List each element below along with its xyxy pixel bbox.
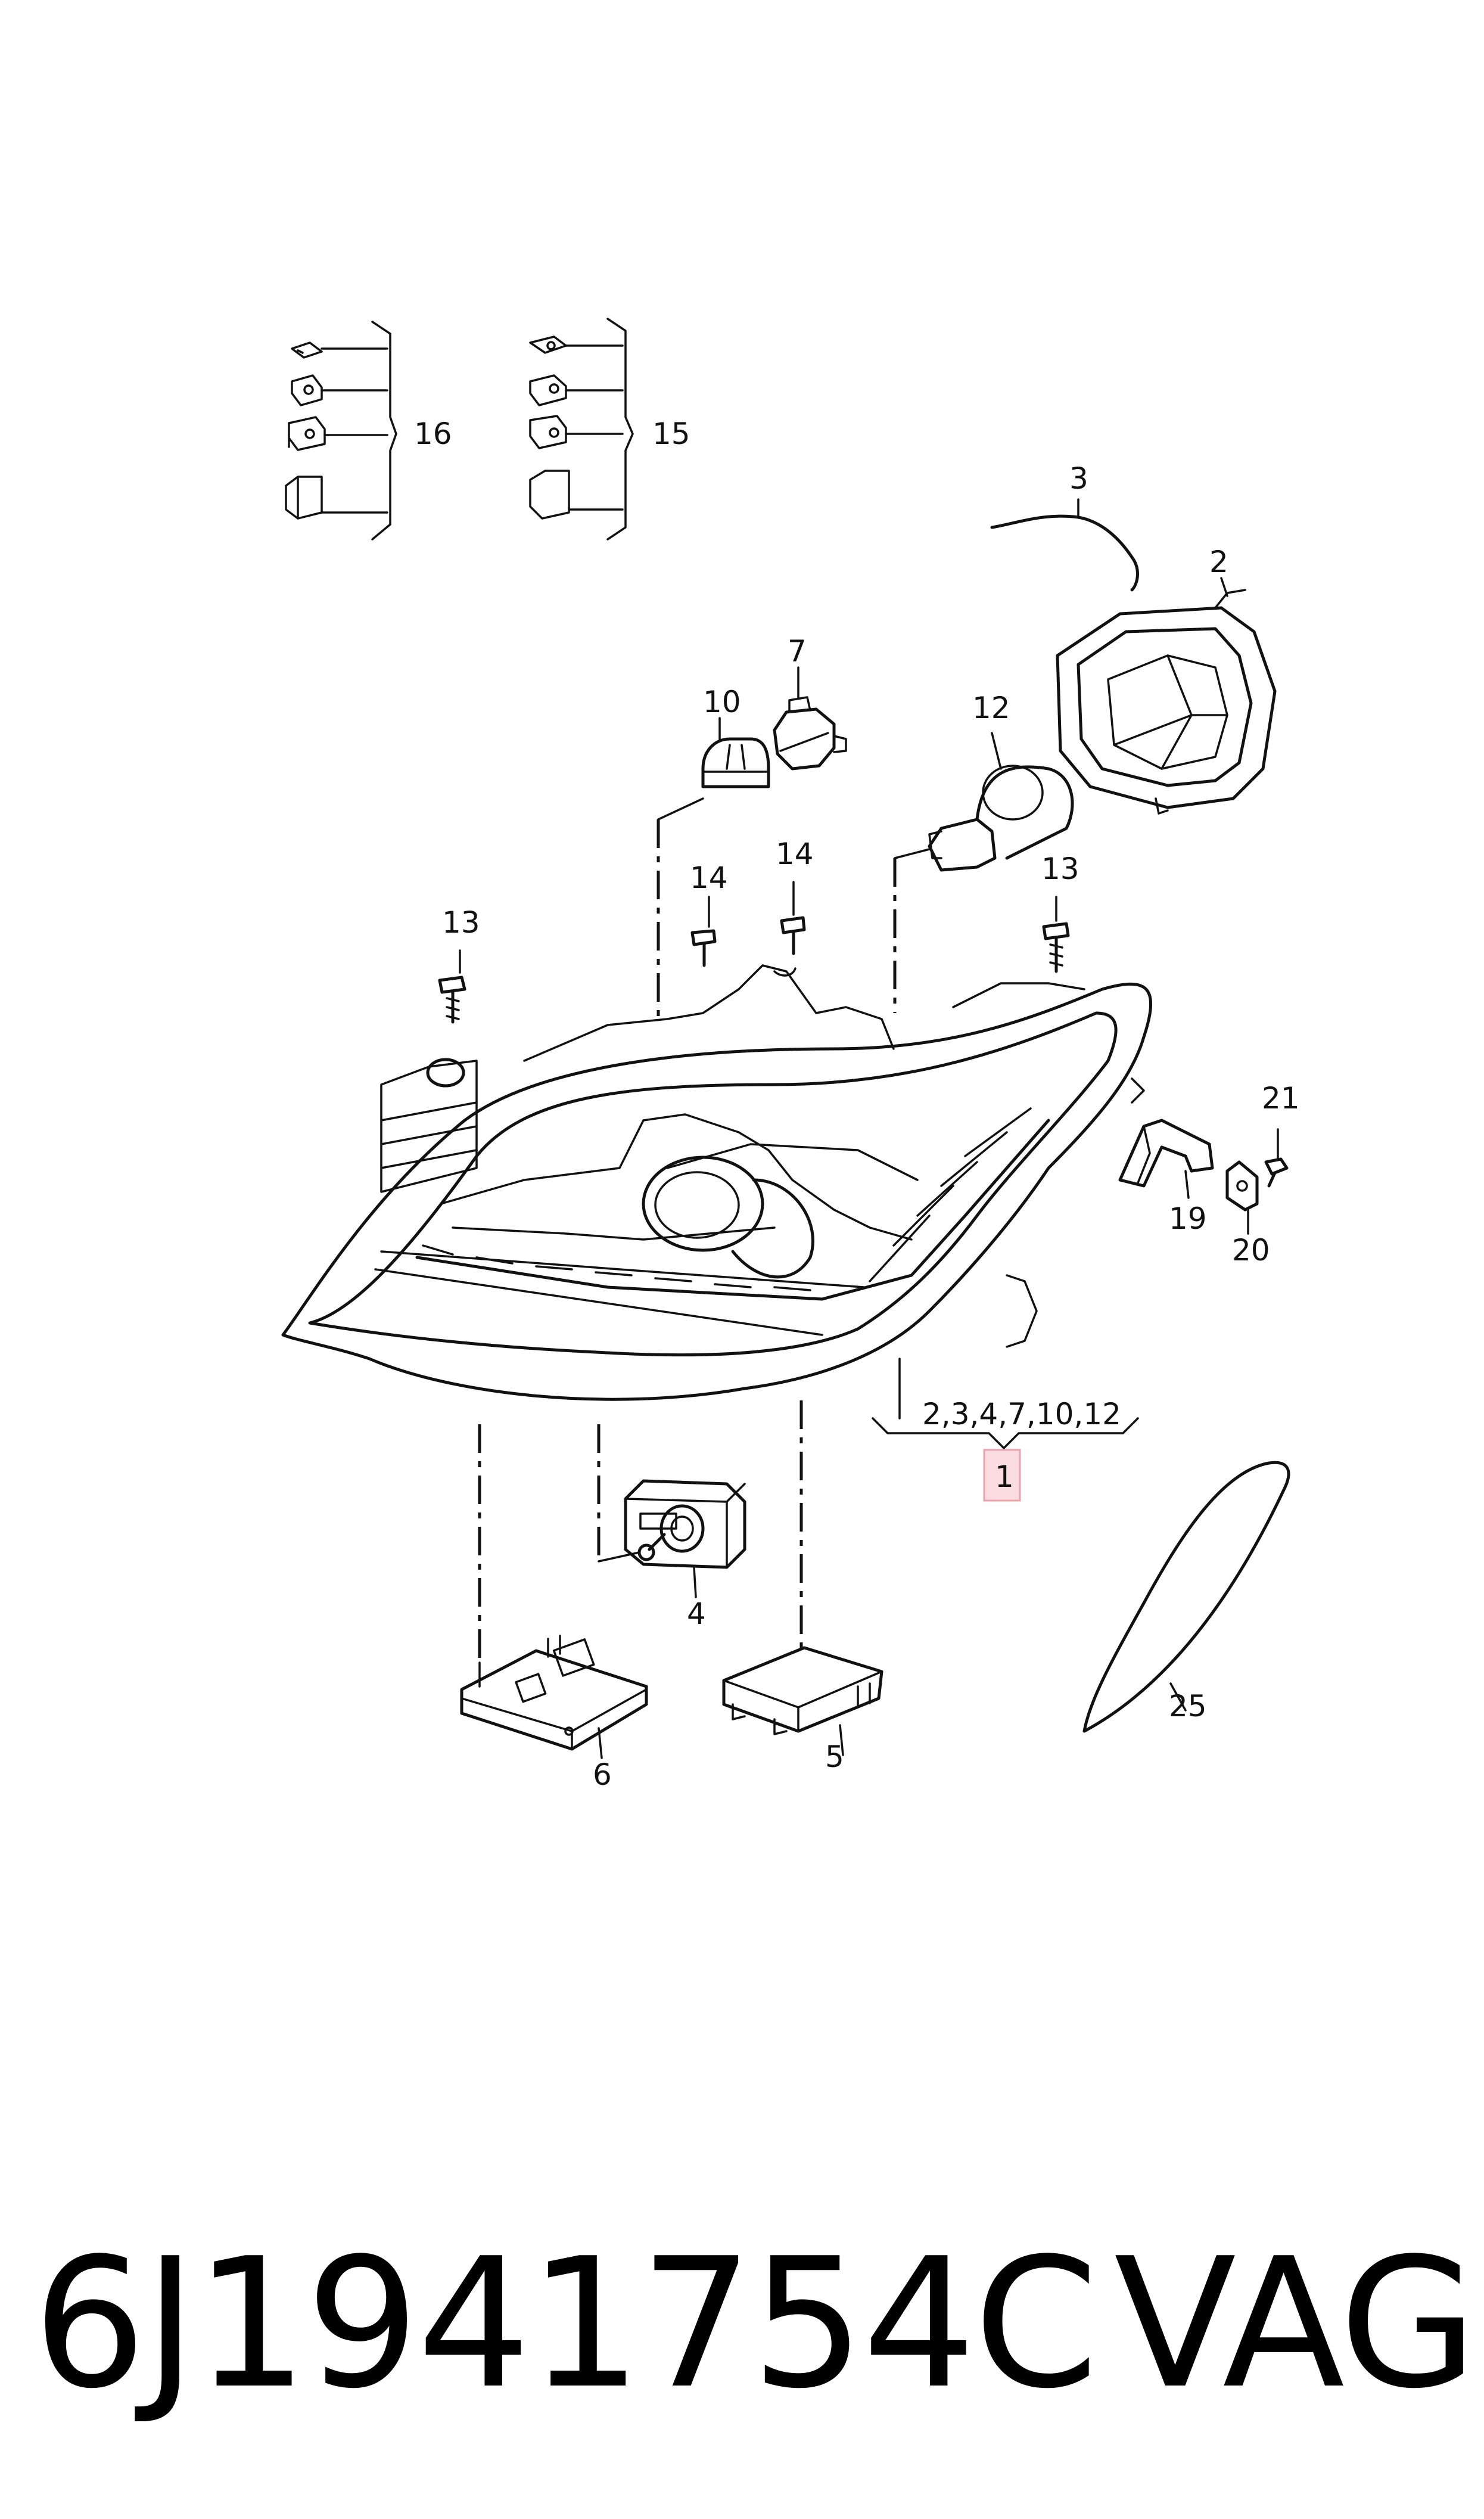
- part-6-control-module: [460, 1635, 648, 1751]
- callout-1: 1: [995, 1459, 1014, 1494]
- group-bracket: [872, 1417, 1139, 1449]
- part-14-screw-left: [690, 929, 717, 967]
- callout-25: 25: [1169, 1689, 1207, 1723]
- brand-label: VAG: [1114, 2220, 1477, 2428]
- callout-14a: 14: [690, 861, 728, 895]
- part-14-screw-right: [780, 916, 806, 955]
- callout-2: 2: [1209, 545, 1228, 579]
- callout-19: 19: [1169, 1201, 1207, 1236]
- part-13-screw-left: [438, 976, 466, 1024]
- callout-20: 20: [1232, 1233, 1270, 1268]
- callout-5: 5: [825, 1740, 844, 1774]
- footer: 6J1941754C VAG: [0, 2205, 1484, 2443]
- callout-group: 2,3,4,7,10,12: [922, 1397, 1121, 1431]
- callout-14b: 14: [776, 837, 814, 871]
- part-5-ballast: [722, 1646, 883, 1735]
- part-16-brackets: [285, 321, 397, 541]
- callout-15: 15: [652, 417, 690, 451]
- callout-13a: 13: [442, 905, 480, 940]
- part-19-mount-bracket: [1118, 1119, 1214, 1188]
- callout-4: 4: [687, 1596, 706, 1631]
- part-10-bulb: [701, 737, 770, 788]
- part-number: 6J1941754C: [33, 2220, 1099, 2428]
- callout-1-highlight: [983, 1449, 1021, 1502]
- part-20-clip-nut: [1225, 1160, 1259, 1212]
- part-25-trim-strip: [1082, 1461, 1290, 1733]
- part-4-ignitor: [624, 1479, 746, 1569]
- part-13-screw-right: [1042, 922, 1070, 973]
- part-2-housing-frame: [1056, 589, 1277, 815]
- part-3-seal-wire: [990, 514, 1139, 592]
- callout-21: 21: [1262, 1081, 1300, 1116]
- callout-16: 16: [414, 417, 452, 451]
- part-15-brackets: [529, 318, 634, 541]
- callout-13b: 13: [1041, 852, 1079, 886]
- part-12-xenon-bulb: [928, 765, 1074, 872]
- part-21-screw: [1264, 1157, 1289, 1188]
- callout-3: 3: [1069, 461, 1088, 496]
- part-1-headlight-assembly: [281, 964, 1153, 1401]
- callout-6: 6: [593, 1757, 612, 1792]
- callout-7: 7: [788, 634, 807, 669]
- part-7-bulb-socket: [773, 696, 847, 771]
- callout-10: 10: [703, 685, 741, 719]
- callout-12: 12: [972, 691, 1010, 725]
- leader-12: [894, 848, 931, 859]
- leader-10: [657, 797, 704, 821]
